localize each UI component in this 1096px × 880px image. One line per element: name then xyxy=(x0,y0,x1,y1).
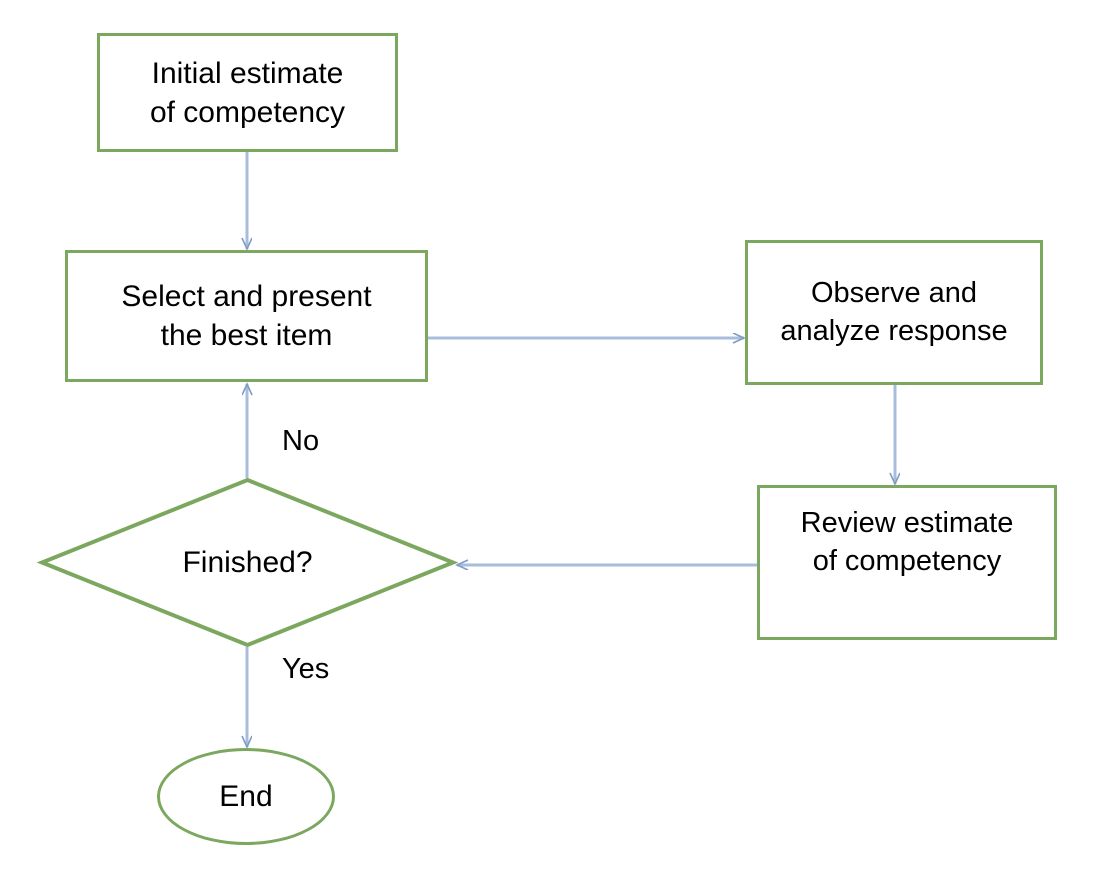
node-end-terminator[interactable]: End xyxy=(157,748,335,845)
diamond-shape xyxy=(36,477,459,648)
edge-label-no: No xyxy=(282,425,320,457)
node-observe-response-label: Observe and analyze response xyxy=(780,276,1008,347)
node-initial-estimate[interactable]: Initial estimate of competency xyxy=(97,33,398,152)
node-finished-decision-label: Finished? xyxy=(182,545,313,579)
node-observe-response[interactable]: Observe and analyze response xyxy=(745,240,1043,385)
node-initial-estimate-label: Initial estimate of competency xyxy=(149,56,346,129)
node-end-terminator-label: End xyxy=(219,780,273,813)
node-review-estimate[interactable]: Review estimate of competency xyxy=(757,485,1057,640)
edge-label-yes: Yes xyxy=(282,653,330,685)
node-select-item[interactable]: Select and present the best item xyxy=(65,250,428,382)
node-finished-decision[interactable]: Finished? xyxy=(36,477,459,648)
node-review-estimate-label: Review estimate of competency xyxy=(800,507,1014,577)
node-select-item-label: Select and present the best item xyxy=(121,280,372,352)
